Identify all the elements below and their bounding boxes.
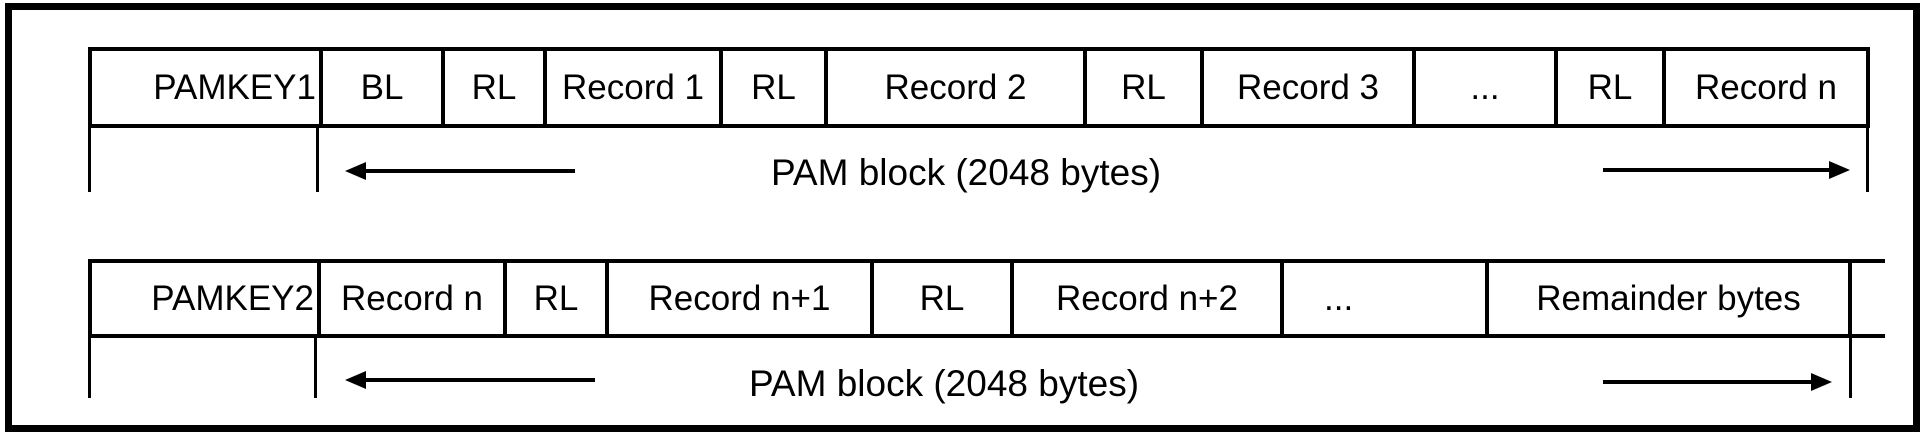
cell-record-n: Record n bbox=[1694, 68, 1838, 107]
row2-span-guide-right bbox=[1849, 338, 1852, 398]
row1-span-guide-left-outer bbox=[88, 128, 91, 192]
row2-continuation-bottom-line bbox=[1849, 334, 1885, 338]
row1-pam-block-label: PAM block (2048 bytes) bbox=[770, 152, 1162, 193]
pamkey1-row: PAMKEY1 BL RL Record 1 RL Record 2 RL Re… bbox=[88, 47, 1870, 128]
cell-ellipsis-2: ... bbox=[1284, 263, 1489, 334]
cell-record-3: Record 3 bbox=[1204, 51, 1416, 124]
row2-right-arrow-shaft bbox=[1603, 380, 1812, 384]
cell-rl-3: RL bbox=[1087, 51, 1204, 124]
cell-rl-1: RL bbox=[507, 263, 609, 334]
row2-continuation-top-line bbox=[1849, 259, 1885, 263]
cell-rl-1: RL bbox=[445, 51, 547, 124]
row1-left-arrow-shaft bbox=[364, 169, 575, 173]
cell-record-n2: Record n+2 bbox=[1014, 263, 1284, 334]
cell-pamkey2: PAMKEY2 bbox=[92, 263, 321, 334]
cell-record-2: Record 2 bbox=[828, 51, 1087, 124]
cell-bl: BL bbox=[323, 51, 445, 124]
row2-left-arrow-shaft bbox=[364, 378, 595, 382]
cell-pamkey1: PAMKEY1 bbox=[92, 51, 323, 124]
outer-frame bbox=[5, 3, 1920, 432]
pamkey2-row: PAMKEY2 Record n RL Record n+1 RL Record… bbox=[88, 259, 1852, 338]
row2-pam-block-label: PAM block (2048 bytes) bbox=[748, 363, 1140, 404]
cell-rl-2: RL bbox=[874, 263, 1014, 334]
cell-ellipsis-1: ... bbox=[1416, 51, 1558, 124]
row1-left-arrow-icon bbox=[345, 162, 366, 180]
row2-span-guide-left-outer bbox=[88, 338, 91, 398]
cell-rl-2: RL bbox=[723, 51, 828, 124]
row2-span-guide-left-inner bbox=[314, 338, 317, 398]
row2-right-arrow-icon bbox=[1811, 373, 1832, 391]
cell-record-1: Record 1 bbox=[547, 51, 723, 124]
row1-span-guide-right bbox=[1866, 128, 1869, 192]
cell-remainder-bytes: Remainder bytes bbox=[1536, 279, 1801, 318]
row1-right-arrow-shaft bbox=[1603, 168, 1830, 172]
row1-span-guide-left-inner bbox=[316, 128, 319, 192]
row1-right-arrow-icon bbox=[1829, 161, 1850, 179]
cell-rl-n: RL bbox=[1558, 51, 1666, 124]
cell-record-n: Record n bbox=[321, 263, 507, 334]
cell-record-n1: Record n+1 bbox=[609, 263, 874, 334]
row2-left-arrow-icon bbox=[345, 371, 366, 389]
